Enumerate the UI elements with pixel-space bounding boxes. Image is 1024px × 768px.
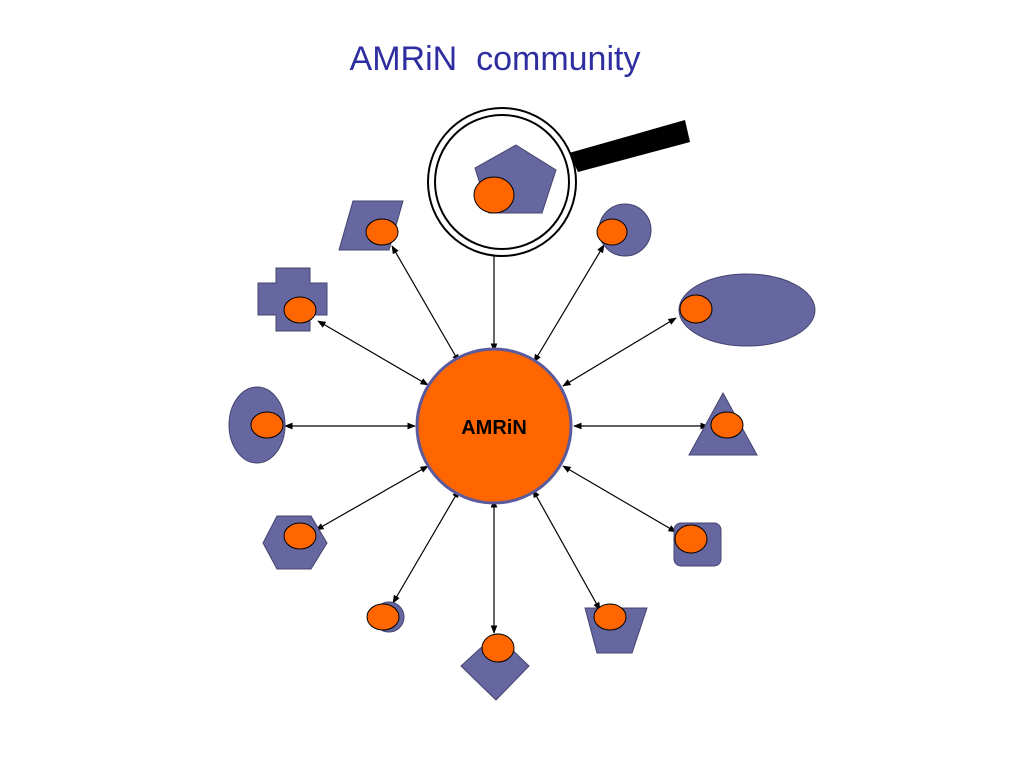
member-circle: [596, 203, 652, 257]
slide-title: AMRiN community: [349, 40, 641, 78]
member-dot: [283, 522, 317, 550]
member-dot: [596, 218, 628, 246]
member-dot: [473, 176, 515, 214]
magnifying-glass-icon: [427, 107, 690, 257]
member-dot: [710, 411, 744, 439]
magnifier-lens-inner: [434, 114, 570, 250]
member-dot: [366, 603, 400, 631]
member-parallelogram: [338, 200, 404, 251]
connectors: [284, 212, 709, 634]
member-cross: [257, 267, 328, 332]
member-dot: [674, 524, 708, 554]
connector-hexagon: [315, 465, 429, 531]
member-triangle: [688, 391, 758, 456]
connector-rounded-square: [562, 465, 677, 533]
member-pentagon: [473, 144, 557, 214]
member-dot: [593, 603, 627, 631]
connector-trapezoid: [532, 489, 601, 611]
hub: AMRiN: [415, 347, 573, 505]
connector-small-circle: [392, 489, 460, 604]
member-rounded-square: [673, 522, 722, 567]
wide-ellipse-shape: [678, 273, 816, 347]
member-dot: [283, 296, 317, 324]
member-wide-ellipse: [678, 273, 816, 347]
hub-label: AMRiN: [461, 417, 527, 439]
magnifier-handle: [569, 120, 690, 172]
connector-cross: [317, 320, 429, 386]
member-dot: [679, 294, 713, 324]
member-dot: [365, 218, 399, 246]
hub-circle: [415, 347, 573, 505]
member-trapezoid: [584, 603, 648, 654]
connector-parallelogram: [391, 245, 460, 363]
member-dot: [250, 411, 284, 439]
connector-wide-ellipse: [562, 317, 677, 387]
member-small-circle: [366, 601, 405, 633]
member-hexagon: [262, 515, 328, 570]
member-diamond: [460, 633, 530, 701]
member-tall-ellipse: [228, 386, 286, 464]
connector-circle: [533, 244, 605, 363]
member-dot: [481, 633, 515, 663]
